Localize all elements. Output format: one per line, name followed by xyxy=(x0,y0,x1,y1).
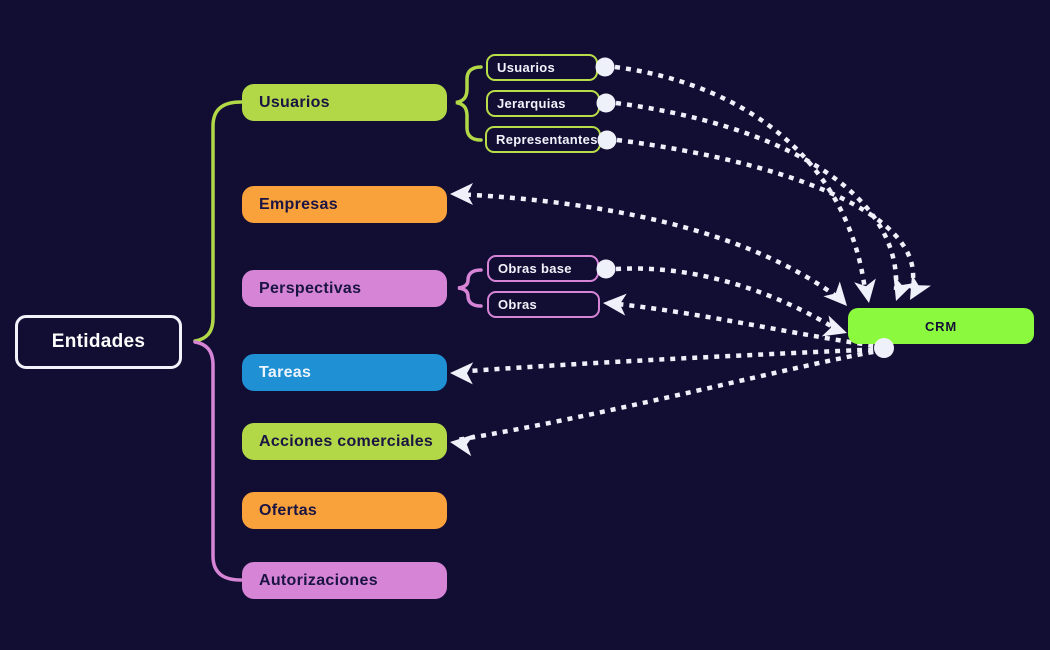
arrowhead-into-obras[interactable] xyxy=(602,292,627,316)
branch-node-acciones-comerciales[interactable]: Acciones comerciales xyxy=(242,423,447,460)
sub-node-representantes[interactable]: Representantes xyxy=(485,126,601,153)
relation-obrasbase-to-crm[interactable] xyxy=(615,266,838,331)
branch-label: Empresas xyxy=(259,195,338,213)
relation-representantes-to-crm[interactable] xyxy=(616,137,916,291)
branch-label: Autorizaciones xyxy=(259,571,378,589)
arrowhead-into-crm-from-jerarquias[interactable] xyxy=(886,275,915,305)
main-brace-top xyxy=(193,100,243,343)
branch-node-empresas[interactable]: Empresas xyxy=(242,186,447,223)
branch-node-tareas[interactable]: Tareas xyxy=(242,354,447,391)
crm-node[interactable]: CRM xyxy=(848,308,1034,344)
branch-node-autorizaciones[interactable]: Autorizaciones xyxy=(242,562,447,599)
sub-node-label: Usuarios xyxy=(497,60,556,75)
arrowhead-into-crm-from-representantes[interactable] xyxy=(900,274,932,306)
sub-node-obras[interactable]: Obras xyxy=(487,291,600,318)
arrowhead-into-crm-from-empresas[interactable] xyxy=(823,281,855,314)
branch-node-ofertas[interactable]: Ofertas xyxy=(242,492,447,529)
branch-label: Tareas xyxy=(259,363,312,381)
crm-node-label: CRM xyxy=(924,318,957,334)
branch-label: Ofertas xyxy=(259,501,318,519)
root-node-label: Entidades xyxy=(51,331,146,352)
branch-label: Acciones comerciales xyxy=(259,432,434,450)
root-node-entidades[interactable]: Entidades xyxy=(15,315,182,369)
arrowhead-into-tareas[interactable] xyxy=(450,362,474,385)
arrowhead-into-crm-from-obrasbase[interactable] xyxy=(821,315,851,343)
relation-usuarios-to-crm[interactable] xyxy=(614,64,868,291)
arrowhead-into-crm-from-usuarios[interactable] xyxy=(854,278,880,304)
relation-crm-to-empresas[interactable] xyxy=(454,191,842,301)
sub-node-obras-base[interactable]: Obras base xyxy=(487,255,599,282)
arrowhead-into-empresas[interactable] xyxy=(450,183,473,205)
relation-crm-to-tareas[interactable] xyxy=(455,346,885,375)
sub-node-label: Obras base xyxy=(498,261,572,276)
sub-node-usuarios[interactable]: Usuarios xyxy=(486,54,598,81)
relation-crm-to-acciones[interactable] xyxy=(456,347,885,443)
dot-usuarios-source[interactable] xyxy=(595,57,615,77)
branch-label: Usuarios xyxy=(259,93,330,111)
sub-node-label: Obras xyxy=(498,297,538,312)
branch-label: Perspectivas xyxy=(259,279,362,297)
usuarios-brace xyxy=(455,65,483,142)
sub-node-label: Jerarquias xyxy=(497,96,566,111)
branch-node-usuarios[interactable]: Usuarios xyxy=(242,84,447,121)
branch-node-perspectivas[interactable]: Perspectivas xyxy=(242,270,447,307)
relation-jerarquias-to-crm[interactable] xyxy=(615,100,899,291)
perspectivas-brace xyxy=(457,268,483,308)
relation-crm-to-obras[interactable] xyxy=(607,300,885,350)
arrowhead-into-acciones[interactable] xyxy=(448,431,475,457)
dot-obrasbase-source[interactable] xyxy=(596,259,616,279)
sub-node-jerarquias[interactable]: Jerarquias xyxy=(486,90,600,117)
main-brace-bottom xyxy=(193,340,243,582)
sub-node-label: Representantes xyxy=(496,132,598,147)
